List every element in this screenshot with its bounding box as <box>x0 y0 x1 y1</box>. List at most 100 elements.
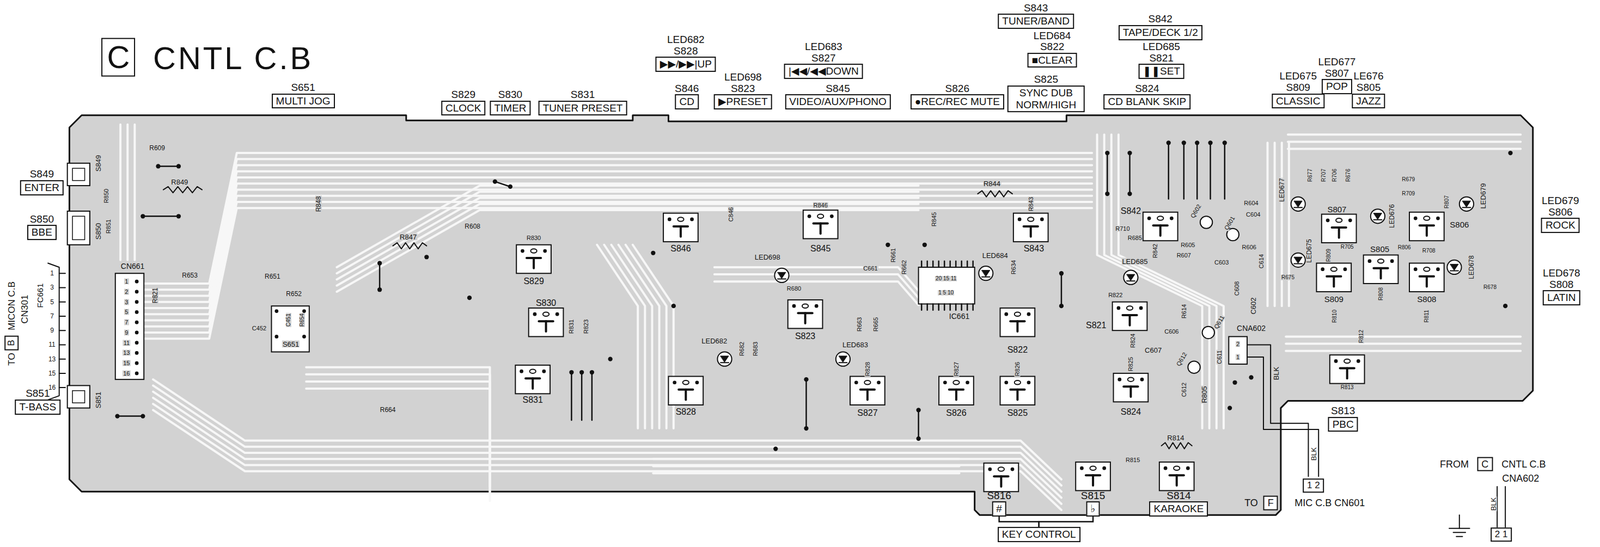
switch-pad <box>1147 216 1152 221</box>
heading-stack: S824 <box>1134 83 1159 95</box>
switch-symbol <box>679 226 682 237</box>
copper-trace <box>153 404 1062 505</box>
via-dot <box>1227 405 1232 411</box>
part-heading: S807 <box>1318 68 1357 80</box>
led-symbol <box>1291 197 1306 212</box>
part-label: 1 5 10 <box>937 290 955 296</box>
switch-pad <box>555 312 560 317</box>
part-label: 1 <box>49 270 55 277</box>
switch-pad <box>542 312 549 316</box>
heading-stack: LED678S808 <box>1542 267 1581 291</box>
part-label: BLK <box>1272 366 1280 382</box>
ic-pin <box>937 261 940 268</box>
switch-pad <box>802 303 809 308</box>
function-text: PBC <box>1332 418 1354 431</box>
part-label: 1 <box>1235 353 1241 360</box>
part-label: R683 <box>752 341 759 357</box>
switch-footprint <box>515 365 551 394</box>
part-label: R846 <box>813 202 829 209</box>
part-label: S827 <box>856 408 878 418</box>
part-label: 3 <box>49 284 55 291</box>
switch-pad <box>807 214 812 219</box>
heading-stack: LED685S821 <box>1142 41 1181 64</box>
switch-pad <box>520 249 525 254</box>
part-label: R661 <box>889 247 896 263</box>
ic-pin <box>960 261 963 268</box>
part-heading: S850 <box>29 214 54 226</box>
part-label: C451 <box>285 313 292 328</box>
switch-footprint <box>1409 212 1445 241</box>
flex-pin <box>59 272 66 274</box>
part-heading: LED698 <box>724 71 762 84</box>
part-label: R609 <box>148 144 166 152</box>
part-label: 7 <box>124 319 129 326</box>
switch-pad <box>1173 466 1180 470</box>
part-label: R707 <box>1321 168 1327 183</box>
switch-pad <box>1368 259 1372 264</box>
switch-pad <box>1377 259 1384 264</box>
via-dot <box>114 413 120 419</box>
ground-symbol <box>1453 532 1466 534</box>
part-label: R677 <box>1307 168 1314 183</box>
part-label: LED685 <box>1121 257 1148 265</box>
switch-footprint <box>803 210 839 239</box>
part-heading: S821 <box>1142 52 1181 65</box>
via-dot <box>1507 150 1513 156</box>
copper-trace <box>1097 134 1203 429</box>
switch-footprint <box>528 308 564 337</box>
switch-footprint <box>1363 255 1399 284</box>
part-label: S843 <box>1023 244 1045 254</box>
switch-symbol <box>531 378 534 389</box>
switch-symbol <box>999 476 1003 487</box>
connector-pin <box>135 331 139 335</box>
connector-pin <box>135 279 139 284</box>
heading-stack: LED675S809 <box>1279 71 1317 94</box>
function-text: C <box>1481 458 1489 470</box>
function-text: ROCK <box>1545 219 1576 232</box>
part-label: TO <box>1243 498 1259 509</box>
via-dot <box>176 163 181 169</box>
label-box: S814KARAOKE <box>1149 501 1209 517</box>
ground-symbol <box>1449 528 1470 530</box>
switch-footprint <box>1321 214 1357 243</box>
ic-pin <box>966 303 969 310</box>
part-label: R843 <box>1027 196 1034 212</box>
via-dot <box>1181 140 1187 145</box>
part-label: R847 <box>399 233 418 241</box>
function-text: B <box>5 339 17 346</box>
cable-wire <box>1247 357 1319 477</box>
switch-pad <box>1040 217 1044 222</box>
switch-pad <box>1004 312 1009 317</box>
part-label: R809 <box>1326 248 1332 263</box>
heading-stack: S850 <box>29 214 54 226</box>
switch-pad <box>529 369 536 374</box>
switch-pad <box>1004 380 1009 385</box>
function-text: C <box>106 39 130 76</box>
ic-pin <box>926 303 928 310</box>
switch-pad <box>792 304 797 309</box>
switch-pad <box>1186 466 1190 471</box>
part-label: S828 <box>675 407 697 417</box>
flex-pin <box>59 358 66 360</box>
heading-stack: S825 <box>1034 74 1059 86</box>
switch-symbol <box>1346 368 1349 380</box>
switch-pad <box>1163 466 1168 471</box>
switch-pad <box>1330 267 1337 272</box>
part-label: C607 <box>1144 346 1163 354</box>
led-symbol <box>1450 270 1459 272</box>
part-label: CNTL C.B <box>1500 459 1547 470</box>
part-label: R607 <box>1176 252 1192 259</box>
switch-pad <box>1326 218 1330 223</box>
part-label: R810 <box>1332 309 1338 324</box>
via-dot <box>1104 191 1110 197</box>
via-dot <box>569 370 574 375</box>
part-label: R676 <box>1345 168 1352 183</box>
part-label: 7 <box>49 313 55 320</box>
jumper-wire <box>1060 273 1063 307</box>
copper-trace <box>1285 335 1521 338</box>
via-dot <box>176 214 181 219</box>
flex-pin <box>59 330 66 332</box>
function-text: CLASSIC <box>1275 95 1321 108</box>
part-label: Q611 <box>1213 314 1227 331</box>
